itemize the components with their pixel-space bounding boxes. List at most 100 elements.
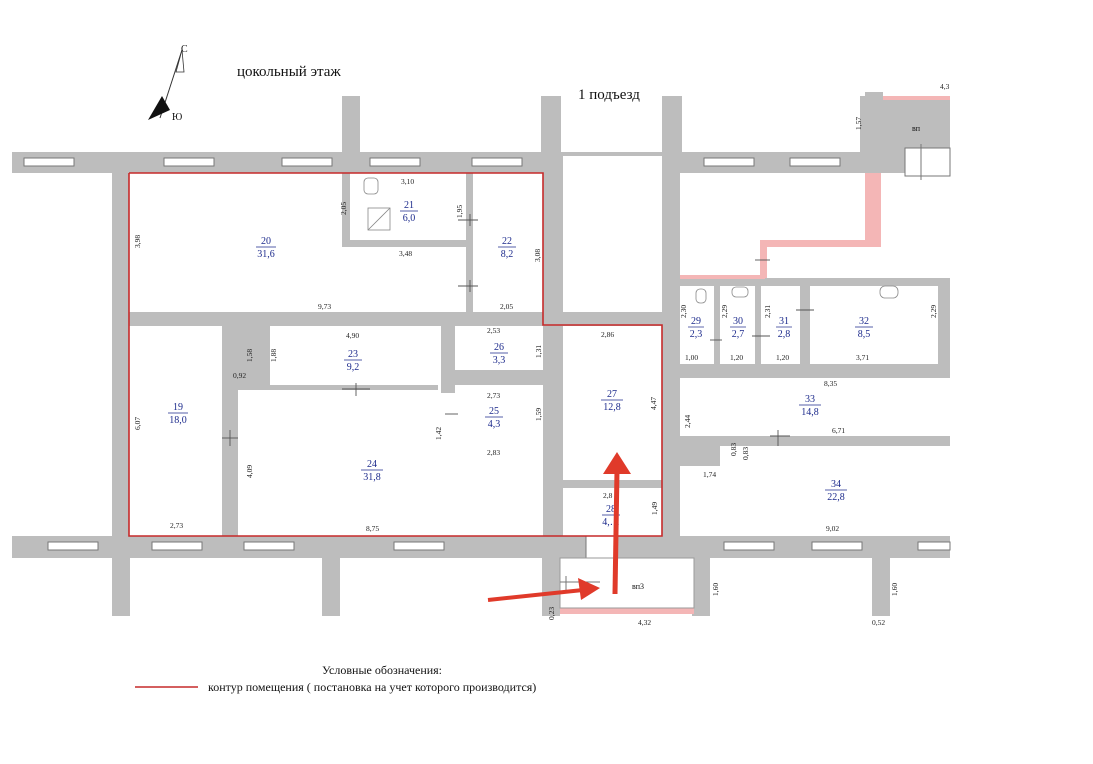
dimension: 2,05: [339, 202, 348, 215]
dimension: 0,83: [741, 447, 750, 460]
dimension: 1,60: [711, 583, 720, 596]
svg-text:30: 30: [733, 316, 743, 327]
room-31-label: 31 2,8: [776, 316, 792, 340]
dimension: 1,42: [434, 427, 443, 440]
stair-top-opening: [904, 144, 951, 180]
svg-text:29: 29: [691, 316, 701, 327]
svg-text:4,…: 4,…: [602, 517, 620, 528]
dimension: 0,92: [233, 371, 246, 380]
svg-text:22,8: 22,8: [827, 492, 845, 503]
dimension: 6,71: [832, 426, 845, 435]
dimension: 4,90: [346, 331, 359, 340]
windows: [23, 157, 951, 559]
dimension: 1,20: [776, 353, 789, 362]
dimension: 4,32: [638, 618, 651, 627]
dimension: 0,23: [547, 607, 556, 620]
dimension: 2,05: [500, 302, 513, 311]
svg-text:2,8: 2,8: [778, 329, 791, 340]
compass-north-label: С: [181, 44, 188, 55]
arrow-up: [612, 469, 620, 595]
room-21-label: 21 6,0: [400, 200, 418, 224]
svg-text:18,0: 18,0: [169, 415, 187, 426]
dimension: 3,08: [533, 249, 542, 262]
svg-text:9,2: 9,2: [347, 362, 360, 373]
dimension: 1,00: [685, 353, 698, 362]
dimension: 2,73: [487, 391, 500, 400]
dimension: 2,29: [720, 305, 729, 318]
svg-text:21: 21: [404, 200, 414, 211]
dimension: 3,10: [401, 177, 414, 186]
svg-text:24: 24: [367, 459, 377, 470]
arrow-right-head: [578, 578, 600, 600]
room-25-label: 25 4,3: [485, 406, 503, 430]
dimension: 1,20: [730, 353, 743, 362]
dimension: 0,83: [729, 443, 738, 456]
dimension: 2,53: [487, 326, 500, 335]
dimension: 2,44: [683, 415, 692, 428]
svg-text:2,3: 2,3: [690, 329, 703, 340]
svg-text:12,8: 12,8: [603, 402, 621, 413]
dimension: 4,47: [649, 397, 658, 410]
dimension: 8,35: [824, 379, 837, 388]
svg-text:3,3: 3,3: [493, 355, 506, 366]
compass-south-label: Ю: [172, 112, 182, 123]
dimension: 3,71: [856, 353, 869, 362]
room-32-label: 32 8,5: [855, 316, 873, 340]
room-24-label: 24 31,8: [361, 459, 383, 483]
premises-contour: [128, 172, 663, 537]
svg-text:8,2: 8,2: [501, 249, 514, 260]
dimension: 0,52: [872, 618, 885, 627]
svg-text:19: 19: [173, 402, 183, 413]
dimension: 3,98: [133, 235, 142, 248]
dimension: 1,60: [890, 583, 899, 596]
dimension: 4,3: [940, 82, 950, 91]
legend-item: контур помещения ( постановка на учет ко…: [208, 680, 536, 694]
compass: С Ю: [148, 44, 188, 123]
room-33-label: 33 14,8: [799, 394, 821, 418]
svg-text:31,8: 31,8: [363, 472, 381, 483]
svg-text:34: 34: [831, 479, 841, 490]
dimension: 2,31: [763, 305, 772, 318]
dimension: 3,48: [399, 249, 412, 258]
svg-text:20: 20: [261, 236, 271, 247]
dimension: 1,58: [245, 349, 254, 362]
room-19-label: 19 18,0: [168, 402, 188, 426]
svg-text:6,0: 6,0: [403, 213, 416, 224]
fixtures: [363, 177, 899, 304]
dimension: 1,95: [455, 205, 464, 218]
svg-text:33: 33: [805, 394, 815, 405]
annotation-arrows: [487, 452, 631, 602]
room-30-label: 30 2,7: [730, 316, 746, 340]
dimension: 1,57: [854, 117, 863, 130]
dimension: 2,8: [603, 491, 613, 500]
svg-text:31: 31: [779, 316, 789, 327]
entrance-label: 1 подъезд: [578, 87, 640, 103]
dimension: 2,73: [170, 521, 183, 530]
svg-text:14,8: 14,8: [801, 407, 819, 418]
svg-text:4,3: 4,3: [488, 419, 501, 430]
svg-text:22: 22: [502, 236, 512, 247]
room-22-label: 22 8,2: [498, 236, 516, 260]
stair-label-bottom: вп3: [632, 582, 644, 591]
door-marks: [222, 214, 814, 446]
room-20-label: 20 31,6: [256, 236, 276, 260]
dimension: 1,74: [703, 470, 716, 479]
dimension: 1,49: [650, 502, 659, 515]
dimension: 8,75: [366, 524, 379, 533]
stair-label-top: вп: [912, 124, 921, 133]
svg-text:28: 28: [606, 504, 616, 515]
dimension: 1,88: [269, 349, 278, 362]
dimension: 2,83: [487, 448, 500, 457]
dimension: 2,29: [929, 305, 938, 318]
svg-text:2,7: 2,7: [732, 329, 745, 340]
dimension: 2,30: [679, 305, 688, 318]
dimension: 1,31: [534, 345, 543, 358]
room-26-label: 26 3,3: [490, 342, 508, 366]
dimension-labels: 3,10 2,05 1,95 3,98 3,48 3,08 9,73 2,05 …: [133, 82, 950, 627]
dimension: 2,86: [601, 330, 614, 339]
legend: Условные обозначения: контур помещения (…: [135, 663, 536, 694]
arrow-up-head: [603, 452, 631, 474]
arrow-right: [487, 588, 584, 602]
room-34-label: 34 22,8: [825, 479, 847, 503]
dimension: 4,09: [245, 465, 254, 478]
